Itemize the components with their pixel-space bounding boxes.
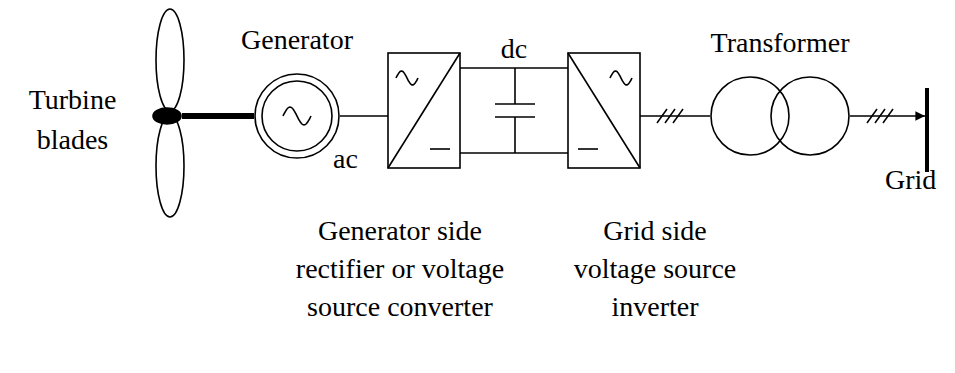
generator-outer <box>255 74 339 158</box>
transformer-symbol-outline <box>710 76 850 156</box>
node-label: Grid <box>885 164 951 196</box>
winding-circle <box>771 77 849 155</box>
signal-label: ac <box>333 144 358 174</box>
connector-line <box>182 113 254 119</box>
grid-bus: Grid <box>925 88 929 172</box>
dc-symbol <box>430 148 450 150</box>
inverter-box: Grid side voltage source inverter <box>568 53 640 168</box>
inverter-box-outline <box>568 53 640 168</box>
node-label: Transformer <box>670 26 890 60</box>
node-label: Generator <box>197 23 397 57</box>
blade <box>156 9 184 111</box>
connector <box>640 116 710 117</box>
ac-symbol <box>396 71 418 85</box>
connector-line <box>460 152 568 154</box>
ac-symbol <box>610 71 632 85</box>
converter-border <box>568 53 640 168</box>
ac-symbol <box>283 107 311 125</box>
edge-label: dc <box>499 34 529 64</box>
connector <box>850 116 925 117</box>
node-label: Generator side rectifier or voltage sour… <box>295 212 505 326</box>
blade <box>156 115 184 217</box>
diagonal <box>388 53 460 168</box>
dc-symbol <box>578 148 598 150</box>
generator-symbol: Generator <box>254 73 340 159</box>
winding-circle <box>711 77 789 155</box>
generator-symbol-outline <box>254 73 340 159</box>
connector-line <box>340 115 388 117</box>
capacitor-symbol <box>495 68 535 153</box>
diagonal <box>568 53 640 168</box>
rectifier-box-outline <box>388 53 460 168</box>
connector <box>182 116 254 117</box>
turbine-rotor-outline <box>150 8 182 218</box>
connector <box>340 116 388 117</box>
node-label: Turbine blades <box>10 80 135 160</box>
converter-border <box>388 53 460 168</box>
rectifier-box: Generator side rectifier or voltage sour… <box>388 53 460 168</box>
connector-line <box>460 67 568 69</box>
connector <box>460 68 568 153</box>
connector-line <box>640 115 710 117</box>
turbine-rotor: Turbine blades <box>150 8 182 218</box>
connector-line <box>850 115 925 117</box>
hub <box>153 108 181 124</box>
transformer-symbol: Transformer <box>710 76 850 156</box>
node-label: Grid side voltage source inverter <box>560 212 750 326</box>
generator-inner <box>262 81 332 151</box>
